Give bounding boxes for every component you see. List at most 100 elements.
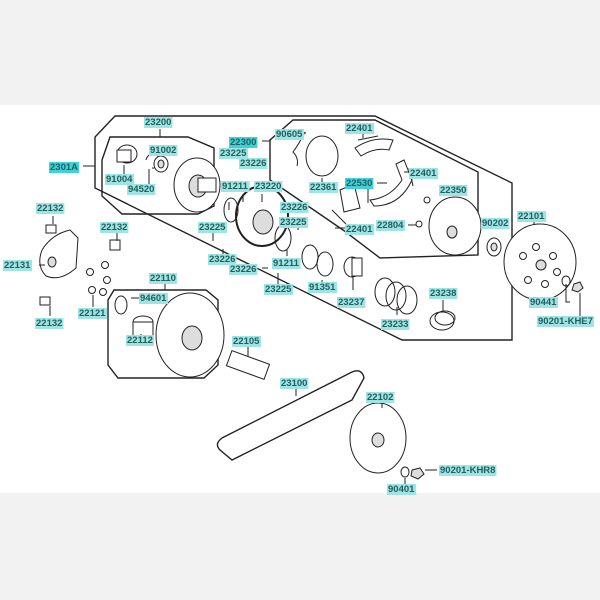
part-label-22112[interactable]: 22112 <box>126 335 154 346</box>
part-label-23233[interactable]: 23233 <box>381 319 410 330</box>
part-label-22105[interactable]: 22105 <box>232 336 262 347</box>
part-label-22131[interactable]: 22131 <box>3 260 33 271</box>
part-number-text: 22121 <box>79 308 106 319</box>
part-label-22132[interactable]: 22132 <box>35 318 64 329</box>
part-label-90202[interactable]: 90202 <box>481 218 510 229</box>
part-23233-spring[interactable] <box>374 277 418 315</box>
part-22132-slider-b[interactable] <box>109 239 121 251</box>
label-highlight <box>3 260 33 271</box>
part-label-91004[interactable]: 91004 <box>105 174 135 185</box>
part-22102-fan-face[interactable] <box>349 402 407 474</box>
part-91351-seal-a[interactable] <box>301 244 319 270</box>
part-label-91351[interactable]: 91351 <box>308 282 338 293</box>
label-highlight <box>127 184 156 195</box>
part-90202-nut[interactable] <box>486 237 502 257</box>
part-22132-slider-a[interactable] <box>45 224 57 234</box>
part-label-90441[interactable]: 90441 <box>529 297 559 308</box>
assembly-frame-22110 <box>107 289 219 379</box>
part-label-23226[interactable]: 23226 <box>239 158 268 169</box>
part-label-22121[interactable]: 22121 <box>78 308 108 319</box>
part-label-91211[interactable]: 91211 <box>221 181 250 192</box>
part-number-text: 22530 <box>346 178 372 189</box>
part-label-90201-khr8[interactable]: 90201-KHR8 <box>439 465 497 476</box>
part-label-22101[interactable]: 22101 <box>517 211 547 222</box>
part-label-22401[interactable]: 22401 <box>409 168 439 179</box>
part-91004-bushing[interactable] <box>116 144 138 164</box>
part-22530-shoe-b[interactable] <box>369 159 413 207</box>
part-22401-spring-c[interactable] <box>331 209 347 225</box>
part-23100-drive-belt[interactable] <box>216 370 365 461</box>
label-highlight <box>280 378 309 389</box>
part-label-22132[interactable]: 22132 <box>100 222 129 233</box>
part-label-94520[interactable]: 94520 <box>127 184 156 195</box>
part-label-2301a[interactable]: 2301A <box>49 162 80 173</box>
part-22401-spring-a[interactable] <box>357 135 379 141</box>
part-label-91211[interactable]: 91211 <box>272 258 301 269</box>
part-label-22102[interactable]: 22102 <box>366 392 395 403</box>
part-22131-ramp-plate[interactable] <box>39 229 79 279</box>
part-22350-clutch-plate[interactable] <box>428 196 482 256</box>
label-highlight <box>100 222 129 233</box>
part-number-text: 23226 <box>240 158 266 169</box>
part-90201-KHE7-nut[interactable] <box>571 281 584 293</box>
part-label-23225[interactable]: 23225 <box>219 148 249 159</box>
part-90201-KHR8-nut[interactable] <box>410 467 425 480</box>
part-22110-drive-face[interactable] <box>155 292 225 378</box>
part-label-23226[interactable]: 23226 <box>229 264 258 275</box>
part-number-text: 90201-KHE7 <box>538 316 593 327</box>
part-label-90401[interactable]: 90401 <box>387 484 417 495</box>
part-label-23225[interactable]: 23225 <box>264 284 294 295</box>
part-label-23226[interactable]: 23226 <box>280 202 309 213</box>
part-22804-pins[interactable] <box>415 196 431 228</box>
part-23238-seal-collar[interactable] <box>429 310 456 331</box>
part-label-90605[interactable]: 90605 <box>275 129 305 140</box>
part-22112-collar[interactable] <box>132 315 154 337</box>
part-label-22401[interactable]: 22401 <box>345 123 375 134</box>
part-label-23226[interactable]: 23226 <box>208 254 237 265</box>
part-label-23225[interactable]: 23225 <box>279 217 309 228</box>
part-number-text: 2301A <box>50 162 78 173</box>
part-number-text: 90441 <box>530 297 557 308</box>
part-label-22300[interactable]: 22300 <box>229 137 258 148</box>
part-90401-washer[interactable] <box>400 466 410 478</box>
part-number-text: 23237 <box>338 297 364 308</box>
part-91211-oring-a[interactable] <box>223 197 239 223</box>
part-label-23237[interactable]: 23237 <box>337 297 366 308</box>
part-22132-slider-c[interactable] <box>39 296 51 306</box>
part-number-text: 22300 <box>230 137 256 148</box>
label-highlight <box>208 254 237 265</box>
part-label-90201-khe7[interactable]: 90201-KHE7 <box>537 316 594 327</box>
part-label-94601[interactable]: 94601 <box>139 293 169 304</box>
part-label-23238[interactable]: 23238 <box>429 288 458 299</box>
label-highlight <box>149 273 177 284</box>
part-number-text: 23100 <box>281 378 307 389</box>
part-23200-driven-face[interactable] <box>173 157 221 213</box>
part-label-22110[interactable]: 22110 <box>149 273 177 284</box>
part-label-22804[interactable]: 22804 <box>376 220 406 231</box>
label-highlight <box>36 203 65 214</box>
part-22105-collar[interactable] <box>225 350 271 380</box>
part-label-22361[interactable]: 22361 <box>309 182 339 193</box>
part-23237-collar[interactable] <box>343 256 363 278</box>
part-label-22132[interactable]: 22132 <box>36 203 65 214</box>
part-23220-movable-face[interactable] <box>235 185 289 247</box>
part-22101-clutch-outer[interactable] <box>503 223 577 301</box>
part-label-91002[interactable]: 91002 <box>149 145 178 156</box>
part-94601-oring[interactable] <box>114 295 128 315</box>
part-91351-seal-b[interactable] <box>316 251 334 277</box>
part-label-23100[interactable]: 23100 <box>280 378 309 389</box>
part-label-23200[interactable]: 23200 <box>144 117 173 128</box>
part-label-23220[interactable]: 23220 <box>254 181 283 192</box>
part-22121-rollers[interactable] <box>86 261 111 296</box>
label-highlight <box>144 117 173 128</box>
part-label-23225[interactable]: 23225 <box>198 222 228 233</box>
part-number-text: 22112 <box>127 335 153 346</box>
label-highlight <box>219 148 249 159</box>
part-label-22401[interactable]: 22401 <box>345 224 375 235</box>
part-label-22350[interactable]: 22350 <box>439 185 468 196</box>
part-label-22530[interactable]: 22530 <box>345 178 374 189</box>
part-22361-plate[interactable] <box>305 135 339 177</box>
label-highlight <box>105 174 135 185</box>
part-91002-bearing[interactable] <box>153 155 169 173</box>
part-22530-shoe-a[interactable] <box>354 138 394 157</box>
